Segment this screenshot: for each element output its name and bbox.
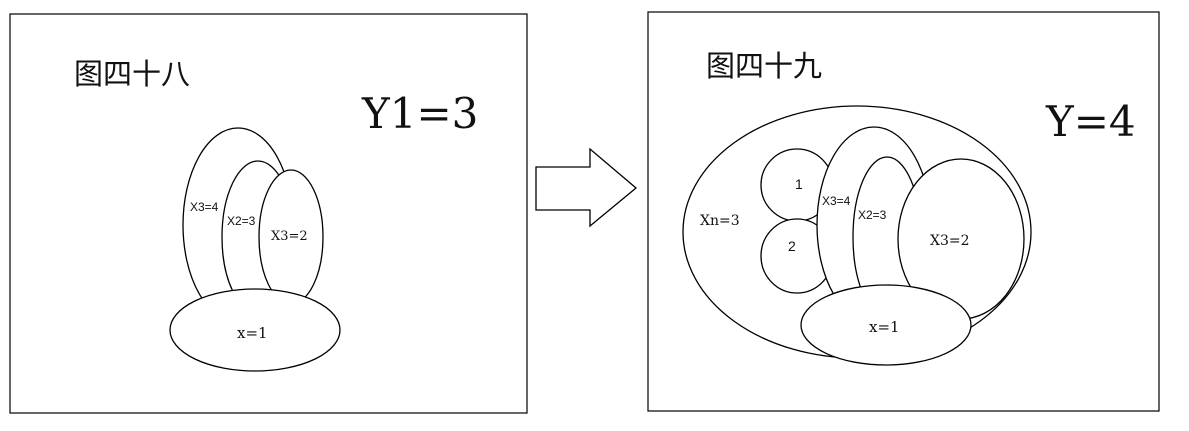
right-label-x1: x=1 <box>869 318 900 336</box>
right-label-1: 1 <box>795 176 803 192</box>
left-panel: 图四十八 Y1=3 X3=4 X2=3 X3=2 x=1 <box>9 13 528 414</box>
right-label-x2-3: X2=3 <box>858 208 887 222</box>
arrow-right-icon <box>535 147 638 228</box>
right-label-x3-2: X3=2 <box>930 233 970 249</box>
right-ellipse-x1 <box>800 284 972 366</box>
left-panel-result: Y1=3 <box>361 89 478 138</box>
left-label-x3-2: X3=2 <box>271 229 308 244</box>
left-ellipse-x1 <box>169 288 341 372</box>
right-panel-result: Y=4 <box>1045 97 1136 146</box>
right-panel: 图四十九 Y=4 Xn=3 1 2 X3=4 X2=3 X3=2 x=1 <box>647 11 1160 412</box>
left-panel-title: 图四十八 <box>74 57 190 91</box>
right-label-xn-3: Xn=3 <box>700 213 740 229</box>
right-panel-title: 图四十九 <box>706 49 822 83</box>
right-label-x3-4: X3=4 <box>822 194 851 208</box>
left-label-x1: x=1 <box>237 324 268 342</box>
right-label-2: 2 <box>788 238 796 254</box>
left-label-x3-4: X3=4 <box>190 200 219 214</box>
left-label-x2-3: X2=3 <box>227 214 256 228</box>
